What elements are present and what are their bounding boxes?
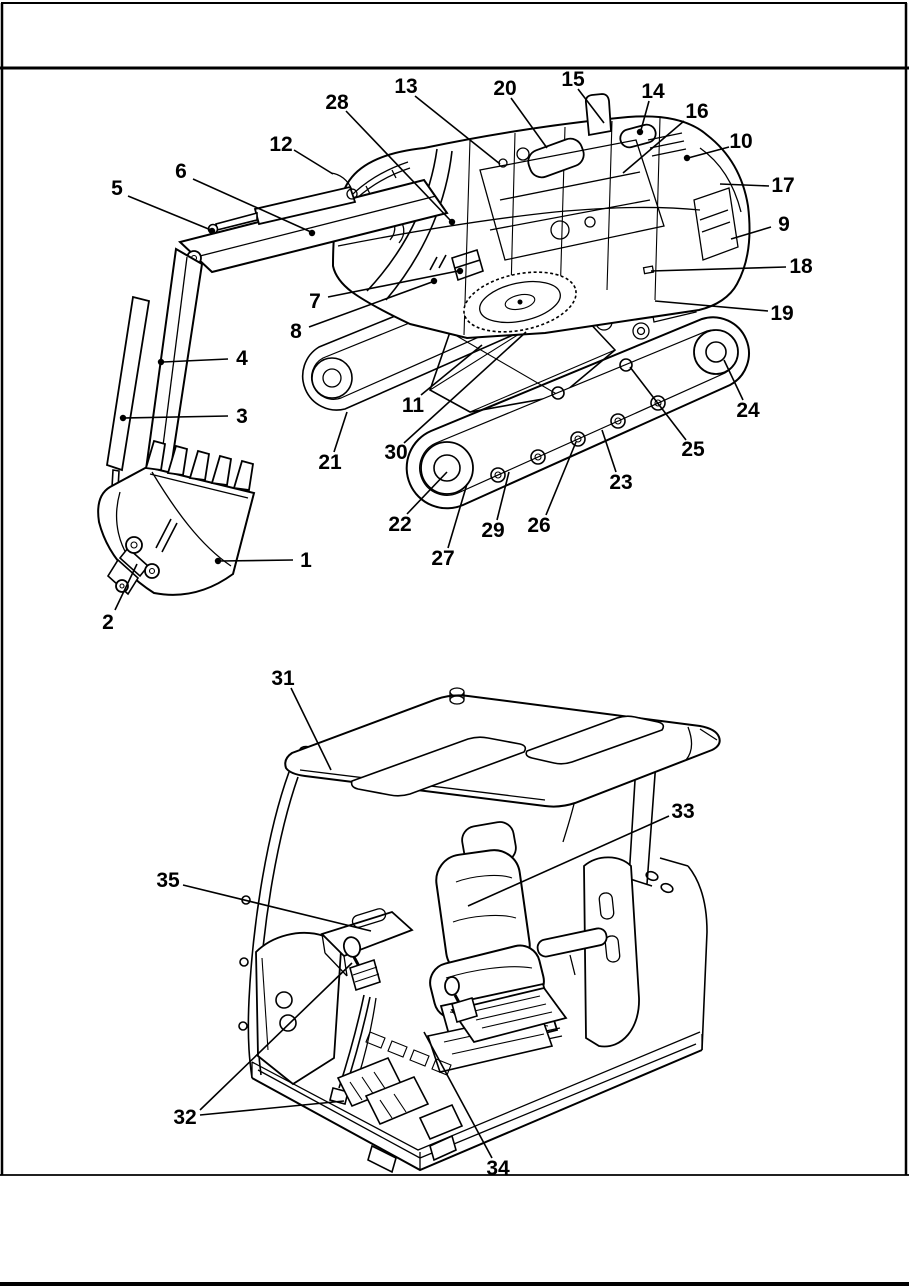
operator-seat-hint (451, 248, 484, 282)
callout-label-11: 11 (402, 394, 425, 417)
callout-label-33: 33 (671, 800, 694, 823)
pedals-levers (329, 994, 464, 1141)
latch (642, 265, 655, 275)
callout-label-35: 35 (156, 869, 180, 892)
idler-wheel (693, 329, 739, 375)
cab-floor (251, 1031, 703, 1174)
roof-knob (449, 687, 465, 705)
callout-label-27: 27 (431, 547, 454, 570)
callout-labels-top: 1 2 3 4 5 6 7 8 9 10 11 12 13 14 15 16 1… (102, 68, 813, 634)
callout-label-24: 24 (736, 399, 760, 422)
callout-label-2: 2 (102, 611, 114, 634)
carrier-roller (619, 358, 633, 372)
callout-label-21: 21 (318, 451, 342, 474)
callout-label-6: 6 (175, 160, 187, 183)
right-joystick-knob (444, 976, 460, 996)
right-track (405, 316, 750, 510)
carrier-roller (551, 386, 565, 400)
callout-label-5: 5 (111, 177, 123, 200)
bucket-teeth (144, 439, 255, 492)
callout-label-15: 15 (561, 68, 585, 91)
left-joystick-bellows (349, 958, 381, 992)
left-console (320, 908, 414, 992)
callout-label-13: 13 (394, 75, 417, 98)
callout-label-31: 31 (271, 667, 295, 690)
leader-lines-bottom (182, 687, 670, 1159)
upper-body (331, 93, 751, 340)
callout-label-16: 16 (685, 100, 708, 123)
excavator-figure: 1 2 3 4 5 6 7 8 9 10 11 12 13 14 15 16 1… (97, 68, 813, 634)
right-console-stand (583, 856, 640, 1048)
control-levers-hint (429, 254, 447, 271)
leader-lines-top (114, 88, 787, 611)
right-joystick-bellows (451, 996, 478, 1024)
page-bottom-edge (0, 1282, 909, 1286)
callout-label-12: 12 (269, 133, 292, 156)
callout-label-32: 32 (173, 1106, 196, 1129)
skylight-panel (350, 736, 527, 797)
lever-foot (329, 1087, 349, 1105)
canopy-roof (284, 687, 721, 808)
callout-label-8: 8 (290, 320, 302, 343)
arm-cylinder (105, 295, 151, 472)
front-attachment (97, 172, 449, 596)
left-panel (255, 932, 342, 1086)
callout-label-26: 26 (527, 514, 550, 537)
callout-label-28: 28 (325, 91, 349, 114)
callout-label-29: 29 (481, 519, 504, 542)
callout-labels-bottom: 31 32 33 34 35 (156, 667, 694, 1180)
callout-label-1: 1 (300, 549, 312, 572)
bucket-cylinder (253, 185, 357, 226)
bottom-rollers (490, 395, 666, 483)
muffler (527, 137, 585, 179)
callout-label-9: 9 (778, 213, 790, 236)
callout-label-19: 19 (770, 302, 793, 325)
callout-label-20: 20 (493, 77, 516, 100)
callout-label-23: 23 (609, 471, 632, 494)
right-console (444, 976, 568, 1044)
armrest (536, 927, 608, 958)
swing-gear (463, 271, 577, 333)
callout-label-4: 4 (236, 347, 248, 370)
callout-label-10: 10 (729, 130, 752, 153)
skylight-panel (525, 715, 665, 765)
engine (479, 139, 665, 261)
callout-label-25: 25 (681, 438, 705, 461)
callout-label-7: 7 (309, 290, 321, 313)
cab-figure: 31 32 33 34 35 (156, 667, 721, 1180)
left-joystick-knob (342, 936, 362, 958)
callout-label-14: 14 (641, 80, 665, 103)
callout-label-22: 22 (388, 513, 411, 536)
counterweight-panel (693, 187, 739, 261)
pedal-bracket (418, 1103, 464, 1141)
callout-label-30: 30 (384, 441, 407, 464)
callout-label-18: 18 (789, 255, 813, 278)
callout-label-34: 34 (486, 1157, 510, 1180)
callout-label-17: 17 (771, 174, 794, 197)
callout-label-3: 3 (236, 405, 248, 428)
pedal (364, 1075, 430, 1126)
